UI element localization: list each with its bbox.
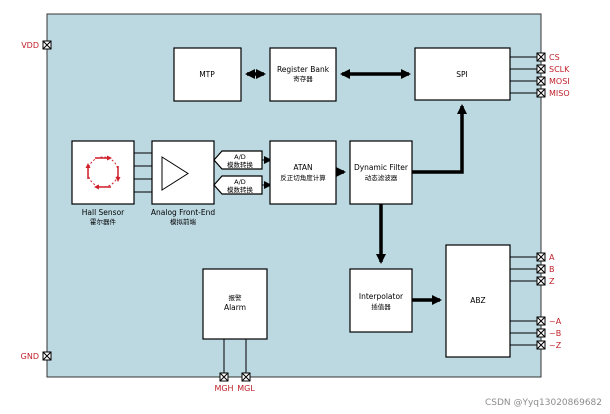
spi-block: SPI [414, 47, 511, 101]
alarm-block: 报警 Alarm [202, 268, 268, 340]
pin-miso-label: MISO [549, 89, 570, 98]
atan-label: ATAN [293, 163, 312, 172]
dynamic-filter-label: Dynamic Filter [354, 163, 409, 172]
pin-na-label: ~A [549, 317, 562, 326]
pin-nz-label: ~Z [549, 341, 562, 350]
pin-b: B [536, 264, 555, 274]
pin-nb: ~B [536, 328, 561, 338]
hall-sensor-label: Hall Sensor [82, 208, 125, 217]
pin-b-label: B [549, 265, 555, 274]
pin-nz: ~Z [536, 340, 562, 350]
register-bank-label: Register Bank [277, 65, 330, 74]
spi-label: SPI [456, 70, 468, 79]
pin-mgl-label: MGL [237, 384, 255, 393]
afe-label: Analog Front-End [151, 208, 215, 217]
adc2-sublabel: 模数转换 [227, 185, 254, 194]
adc2-label: A/D [234, 178, 246, 186]
alarm-label: 报警 [229, 293, 243, 302]
pin-z-label: Z [549, 277, 555, 286]
pin-a-label: A [549, 253, 555, 262]
adc1-label: A/D [234, 153, 246, 161]
dynamic-filter-block: Dynamic Filter 动态滤波器 [349, 140, 413, 205]
register-bank-sublabel: 寄存器 [293, 74, 313, 83]
hall-sensor-sublabel: 霍尔器件 [90, 217, 117, 226]
pin-vdd: VDD [21, 40, 52, 50]
adc-block-1: A/D 模数转换 [213, 150, 263, 170]
interpolator-block: Interpolator 插值器 [349, 268, 413, 333]
pin-mgh: MGH [214, 372, 234, 393]
abz-label: ABZ [470, 296, 485, 305]
register-bank-block: Register Bank 寄存器 [269, 47, 337, 102]
pin-nb-label: ~B [549, 329, 561, 338]
pin-z: Z [536, 276, 555, 286]
pin-sclk-label: SCLK [549, 65, 570, 74]
pin-mgl: MGL [237, 372, 255, 393]
mtp-block: MTP [173, 47, 242, 102]
watermark-text: CSDN @Yyq13020869682 [485, 398, 602, 408]
atan-block: ATAN 反正切角度计算 [269, 140, 337, 205]
pin-mgh-label: MGH [214, 384, 233, 393]
pin-cs-label: CS [549, 53, 560, 62]
pin-mosi: MOSI [536, 76, 570, 86]
adc-block-2: A/D 模数转换 [213, 175, 263, 195]
pin-cs: CS [536, 52, 560, 62]
afe-sublabel: 模拟前端 [170, 217, 197, 226]
atan-sublabel: 反正切角度计算 [280, 173, 326, 182]
pin-vdd-label: VDD [21, 41, 39, 50]
hall-sensor-block: Hall Sensor 霍尔器件 [71, 140, 135, 226]
pin-na: ~A [536, 316, 562, 326]
pin-mosi-label: MOSI [549, 77, 570, 86]
dynamic-filter-sublabel: 动态滤波器 [365, 173, 398, 182]
analog-front-end-block: Analog Front-End 模拟前端 [151, 140, 215, 226]
interpolator-sublabel: 插值器 [371, 302, 391, 311]
alarm-sublabel: Alarm [224, 303, 246, 312]
mtp-label: MTP [199, 70, 215, 79]
pin-a: A [536, 252, 555, 262]
interpolator-label: Interpolator [359, 292, 404, 301]
pin-miso: MISO [536, 88, 570, 98]
pin-gnd-label: GND [21, 352, 39, 361]
adc1-sublabel: 模数转换 [227, 160, 254, 169]
abz-block: ABZ [445, 244, 511, 358]
amplifier-icon [161, 156, 189, 191]
pin-sclk: SCLK [536, 64, 570, 74]
pin-gnd: GND [21, 351, 52, 361]
